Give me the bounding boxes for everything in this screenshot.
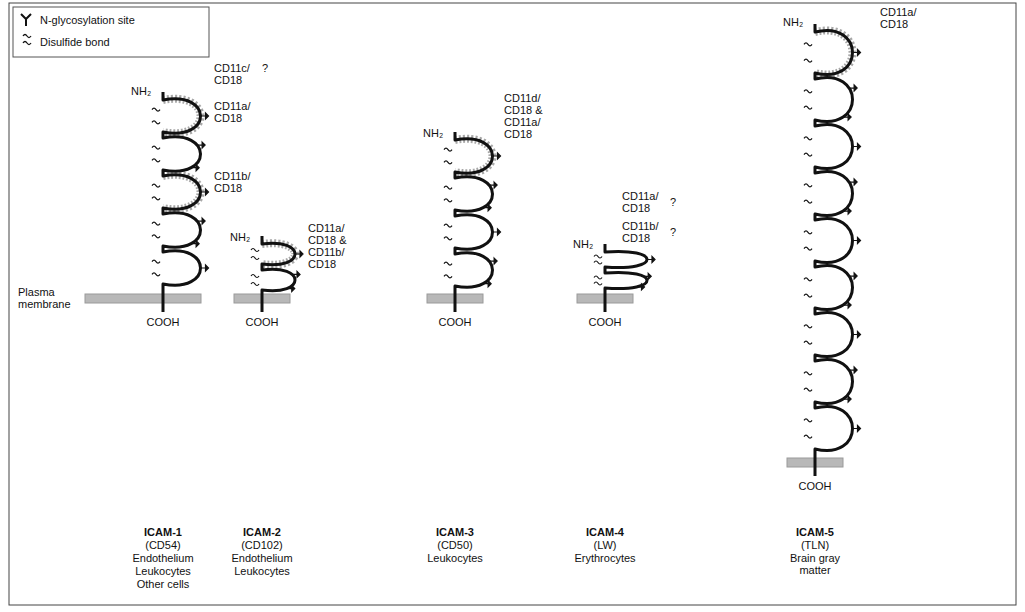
ligand-label: CD11a/ CD18 & CD11b/ CD18 <box>308 222 354 270</box>
polypeptide-chain <box>605 244 647 312</box>
cd-name: (CD102) <box>217 539 307 551</box>
disulfide-bond <box>444 224 452 240</box>
disulfide-bond <box>444 148 452 164</box>
molecule-group <box>85 24 861 476</box>
expression-site: Leukocytes <box>410 552 500 564</box>
ligand-label: CD11a/ CD18 <box>880 6 926 30</box>
molecule-name: ICAM-3 <box>410 526 500 538</box>
ligand-label: CD11c/ CD18 <box>214 62 260 86</box>
disulfide-bond <box>594 255 602 264</box>
disulfide-bond <box>804 231 812 250</box>
ligand-label: CD11b/ CD18 <box>622 220 668 244</box>
plasma-membrane <box>85 294 201 303</box>
disulfide-bond <box>804 90 812 109</box>
polypeptide-chain <box>815 24 853 476</box>
cd-name: (CD50) <box>410 539 500 551</box>
disulfide-bond <box>804 325 812 344</box>
uncertain-mark: ? <box>670 196 676 208</box>
disulfide-bond <box>152 108 160 124</box>
disulfide-bond <box>804 43 812 62</box>
expression-site: Brain gray matter <box>784 552 846 576</box>
disulfide-bond <box>251 249 259 260</box>
disulfide-bond <box>444 186 452 202</box>
expression-site: Endothelium <box>118 552 208 564</box>
ligand-label: CD11b/ CD18 <box>214 170 260 194</box>
cd-name: (LW) <box>560 539 650 551</box>
terminus-label: COOH <box>143 316 183 328</box>
ligand-label: CD11d/ CD18 & CD11a/ CD18 <box>504 92 550 140</box>
uncertain-mark: ? <box>262 62 268 74</box>
molecule-name: ICAM-5 <box>770 526 860 538</box>
terminus-label: COOH <box>435 316 475 328</box>
glycosylation-symbol <box>21 14 31 26</box>
terminus-label: COOH <box>795 480 835 492</box>
legend-text: N-glycosylation site <box>40 14 135 26</box>
polypeptide-chain <box>455 132 493 312</box>
disulfide-bond <box>804 372 812 391</box>
cd-name: (TLN) <box>770 539 860 551</box>
disulfide-bond <box>152 184 160 200</box>
ligand-label: CD11a/ CD18 <box>214 100 260 124</box>
disulfide-bond <box>152 260 160 276</box>
disulfide-bond <box>804 278 812 297</box>
terminus-label: NH₂ <box>783 16 803 28</box>
molecule-name: ICAM-1 <box>118 526 208 538</box>
disulfide-bond <box>804 419 812 438</box>
disulfide-bond <box>804 137 812 156</box>
terminus-label: NH₂ <box>423 127 443 139</box>
cd-name: (CD54) <box>118 539 208 551</box>
uncertain-mark: ? <box>670 226 676 238</box>
terminus-label: COOH <box>242 316 282 328</box>
membrane-label: Plasma membrane <box>18 286 80 310</box>
polypeptide-chain <box>163 92 201 312</box>
terminus-label: NH₂ <box>131 85 151 97</box>
disulfide-bond <box>804 184 812 203</box>
expression-site: Endothelium <box>217 552 307 564</box>
terminus-label: NH₂ <box>573 238 593 250</box>
disulfide-bond <box>251 275 259 286</box>
molecule-name: ICAM-2 <box>217 526 307 538</box>
expression-site: Erythrocytes <box>560 552 650 564</box>
disulfide-bond <box>594 276 602 285</box>
disulfide-bond <box>152 222 160 238</box>
ligand-label: CD11a/ CD18 <box>622 190 668 214</box>
disulfide-symbol <box>23 35 31 45</box>
terminus-label: NH₂ <box>230 231 250 243</box>
expression-site: Leukocytes <box>118 565 208 577</box>
polypeptide-chain <box>262 236 295 312</box>
disulfide-bond <box>152 146 160 162</box>
molecule-name: ICAM-4 <box>560 526 650 538</box>
disulfide-bond <box>444 262 452 278</box>
figure-frame <box>9 3 1016 605</box>
expression-site: Other cells <box>118 578 208 590</box>
terminus-label: COOH <box>585 316 625 328</box>
legend-box <box>13 7 209 57</box>
legend-text: Disulfide bond <box>40 36 110 48</box>
expression-site: Leukocytes <box>217 565 307 577</box>
